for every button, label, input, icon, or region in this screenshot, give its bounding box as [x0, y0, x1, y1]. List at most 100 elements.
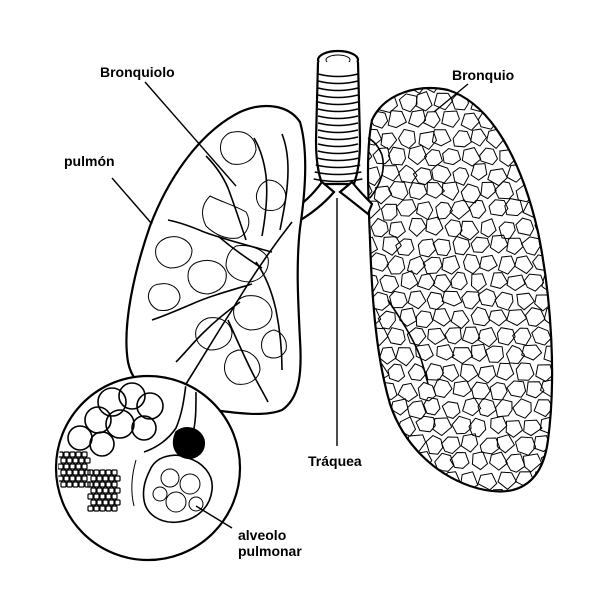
alveolus-cell	[408, 182, 428, 201]
right-lung	[366, 87, 554, 493]
alveolus-cell	[397, 488, 417, 492]
alveolus-cell	[408, 217, 427, 237]
alveolus-cell	[449, 451, 470, 469]
alveolus-cell	[371, 432, 392, 453]
alveolus-cell	[461, 147, 482, 167]
capillary-cell	[111, 505, 118, 512]
alveolus-cell	[543, 237, 553, 258]
alveolus-cell	[406, 255, 426, 275]
alveolus-cell	[368, 470, 389, 490]
capillary-cell	[114, 475, 121, 482]
alveolus-cell	[368, 382, 380, 402]
capillary-cell	[58, 451, 64, 458]
label-alveolo-line1: alveolo	[238, 527, 286, 543]
capillary-cell	[84, 481, 91, 488]
alveolus-cell	[432, 417, 453, 437]
alveolus-cell	[497, 471, 517, 490]
leader-pulmon	[111, 177, 153, 225]
alveolus-cell	[380, 132, 398, 151]
alveolus-cell	[370, 401, 389, 420]
alveolus-cell	[468, 417, 487, 438]
trachea-ring	[317, 87, 359, 92]
alveolus-cell	[515, 362, 535, 381]
capillary-cell	[105, 469, 112, 476]
alveolus-cell	[533, 148, 551, 168]
alveolus-cell	[407, 363, 428, 382]
alveolus-cell	[387, 146, 407, 166]
capillary-cell	[105, 505, 112, 512]
alveolus-cell	[368, 328, 373, 346]
dark-alveolar-sac	[172, 427, 205, 460]
alveolus-cell	[488, 309, 508, 327]
capillary-cell	[99, 481, 106, 488]
trachea-ring	[317, 136, 359, 141]
alveolus-cell	[520, 236, 541, 256]
alveolus-cell	[477, 327, 498, 348]
capillary-cell	[96, 487, 103, 494]
alveolus-cell	[400, 270, 419, 290]
alveolus-cell	[433, 378, 453, 398]
capillary-cell	[81, 463, 88, 470]
capillary-cell	[102, 475, 109, 482]
capillary-cell	[75, 475, 82, 482]
capillary-cell	[90, 499, 97, 506]
alveolus-cell	[533, 399, 553, 418]
leader-bronquiolo	[144, 81, 237, 187]
alveolus-cell	[495, 398, 513, 418]
capillary-cell	[75, 451, 82, 458]
capillary-cell	[99, 469, 106, 476]
capillary-cell	[87, 493, 94, 500]
capillary-cell	[108, 499, 115, 506]
capillary-cell	[63, 451, 70, 458]
alveolus-cell	[494, 111, 513, 130]
right-bronchus-lower	[387, 299, 429, 385]
alveolus-cell	[389, 290, 408, 309]
alveolus-cell	[450, 271, 468, 291]
alveolus-cell	[522, 453, 543, 473]
capillary-cell	[111, 493, 118, 500]
trachea-ring	[315, 164, 361, 169]
alveolus-cell	[436, 344, 455, 361]
alveolus-cell	[416, 201, 434, 221]
trachea-ring	[317, 80, 359, 85]
trachea-ring	[317, 143, 359, 148]
alveolus-cell	[524, 128, 543, 150]
alveolus-cell	[496, 434, 516, 454]
alveolus-cell	[370, 88, 388, 94]
trachea-ring	[317, 150, 359, 155]
capillary-cell	[102, 499, 109, 506]
capillary-cell	[99, 493, 106, 500]
capillary-network-left	[58, 451, 91, 488]
right-main-bronchus	[338, 180, 374, 216]
alveolus-cell	[543, 345, 553, 364]
capillary-cell	[105, 481, 112, 488]
capillary-cell	[93, 469, 100, 476]
alveolus-cell	[531, 326, 552, 346]
alveolus-cell	[368, 434, 370, 452]
alveolus-cell	[444, 327, 462, 345]
alveolus-cell	[434, 452, 455, 472]
alveolus-cell	[540, 453, 553, 471]
capillary-cell	[69, 451, 76, 458]
alveolus-cell	[368, 293, 373, 311]
alveolus-cell	[433, 491, 453, 492]
alveolus-cell	[395, 199, 418, 217]
alveolus-cell	[386, 327, 406, 346]
alveolus-cell	[450, 309, 470, 330]
alveolus-cell	[459, 363, 479, 383]
trachea-rings	[313, 73, 363, 183]
alveolus-cell	[506, 274, 526, 292]
trachea	[286, 49, 374, 226]
alveolus-cell	[398, 453, 420, 474]
capillary-cell	[90, 487, 97, 494]
alveolus-cell	[373, 185, 393, 205]
alveolus-cell	[470, 163, 488, 181]
alveolus-cell	[431, 129, 452, 147]
capillary-cell	[63, 475, 70, 482]
alveolus-cell	[395, 347, 415, 367]
alveolus-cell	[525, 167, 545, 185]
alveolus-cell	[539, 416, 553, 435]
alveolus-cell	[540, 92, 553, 112]
alveolus-cell	[494, 181, 515, 200]
